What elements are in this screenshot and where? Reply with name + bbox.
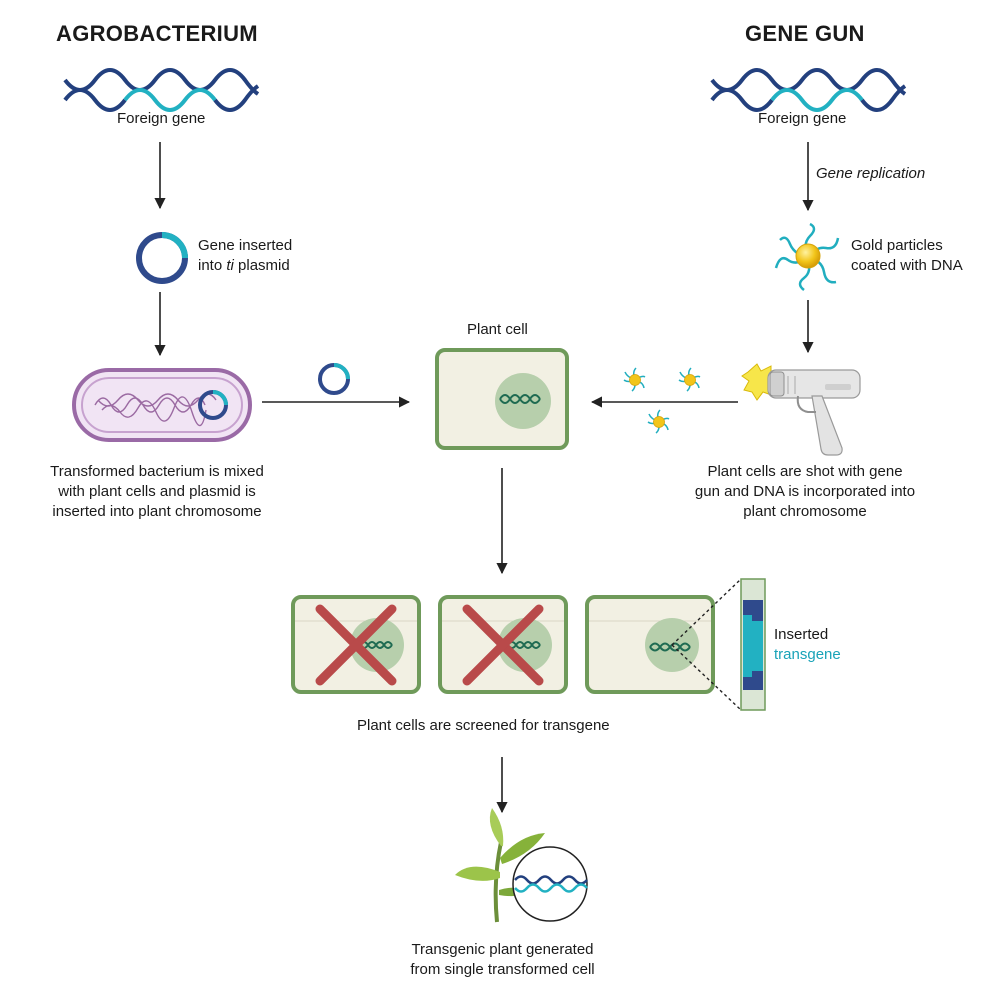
- label-foreign-gene-left: Foreign gene: [117, 110, 206, 127]
- label-plasmid-line2: into ti plasmid: [198, 256, 292, 276]
- label-bacterium-line3: inserted into plant chromosome: [52, 503, 262, 520]
- gold-particle-icon: [774, 222, 840, 291]
- zoom-lines: [671, 578, 742, 711]
- label-plasmid-rest: plasmid: [233, 257, 290, 274]
- heading-agrobacterium: AGROBACTERIUM: [56, 21, 258, 46]
- label-foreign-gene-right: Foreign gene: [758, 110, 847, 127]
- label-transgene: transgene: [774, 646, 841, 663]
- screened-cell-transformed: [585, 595, 715, 694]
- label-inserted-transgene: Inserted transgene: [774, 625, 841, 665]
- label-plasmid-ti: ti: [226, 257, 234, 274]
- label-transgenic-plant: Transgenic plant generated from single t…: [380, 940, 625, 980]
- flow-arrows: [154, 142, 814, 814]
- label-gold-particles: Gold particles coated with DNA: [851, 236, 963, 276]
- label-gene-gun-step: Plant cells are shot with gene gun and D…: [676, 462, 934, 522]
- label-gold-line1: Gold particles: [851, 237, 943, 254]
- bacterium-icon: [72, 368, 252, 442]
- plant-dna-zoom-icon: [512, 846, 588, 922]
- chromosome-strip-icon: [740, 578, 766, 711]
- label-plant-line1: Transgenic plant generated: [411, 941, 594, 958]
- label-gold-line2: coated with DNA: [851, 257, 963, 274]
- gold-particles-in-flight-icon: [623, 367, 701, 434]
- label-plant-cell: Plant cell: [467, 321, 528, 338]
- label-bacterium-line2: with plant cells and plasmid is: [58, 483, 256, 500]
- dna-helix-icon-right: [710, 68, 907, 112]
- label-plant-line2: from single transformed cell: [410, 961, 595, 978]
- label-gene-replication: Gene replication: [816, 165, 926, 182]
- label-bacterium-step: Transformed bacterium is mixed with plan…: [30, 462, 284, 522]
- heading-gene-gun: GENE GUN: [745, 21, 865, 46]
- label-plasmid-into: into: [198, 257, 227, 274]
- label-inserted: Inserted: [774, 626, 829, 643]
- plasmid-icon: [318, 363, 350, 395]
- label-shot-line3: plant chromosome: [743, 503, 867, 520]
- ti-plasmid-icon: [136, 232, 188, 284]
- label-bacterium-line1: Transformed bacterium is mixed: [50, 463, 264, 480]
- dna-helix-icon-left: [63, 68, 260, 112]
- label-screened: Plant cells are screened for transgene: [357, 717, 610, 734]
- label-shot-line2: gun and DNA is incorporated into: [694, 483, 916, 500]
- screened-cell-rejected-2: [438, 595, 568, 694]
- label-plasmid-line1: Gene inserted: [198, 237, 293, 254]
- screened-cell-rejected-1: [291, 595, 421, 694]
- gene-gun-icon: [741, 363, 861, 456]
- label-plasmid-step: Gene inserted into ti plasmid: [198, 236, 292, 276]
- label-shot-line1: Plant cells are shot with gene: [707, 463, 903, 480]
- plant-cell-icon: [435, 348, 569, 450]
